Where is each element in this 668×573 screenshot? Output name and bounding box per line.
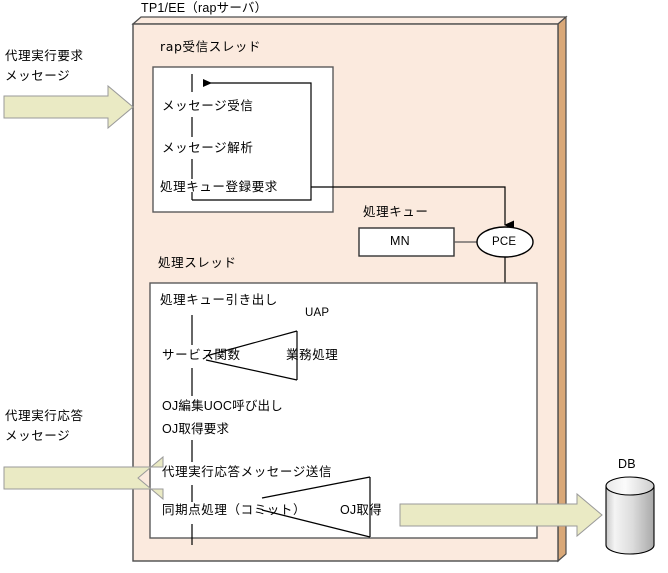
rap-thread-flow-lines bbox=[191, 74, 312, 201]
diagram-title: TP1/EE（rapサーバ） bbox=[141, 1, 268, 15]
step-oj-edit-uoc-call: OJ編集UOC呼び出し bbox=[162, 399, 283, 413]
step-message-parse: メッセージ解析 bbox=[162, 140, 254, 155]
step-queue-register-request: 処理キュー登録要求 bbox=[160, 179, 278, 194]
processing-thread-box bbox=[149, 282, 538, 539]
step-send-response-message: 代理実行応答メッセージ送信 bbox=[162, 464, 333, 479]
request-message-label-line1: 代理実行要求 bbox=[5, 48, 84, 63]
step-sync-point-commit: 同期点処理（コミット） bbox=[162, 502, 307, 517]
rap-receive-thread-label: rap受信スレッド bbox=[160, 39, 262, 54]
pce-label: PCE bbox=[492, 236, 517, 248]
queue-label: 処理キュー bbox=[363, 204, 429, 219]
oj-acquire-label: OJ取得 bbox=[340, 503, 382, 517]
step-message-receive: メッセージ受信 bbox=[162, 98, 254, 113]
response-message-label-line2: メッセージ bbox=[5, 428, 71, 443]
queue-node-box bbox=[358, 227, 455, 257]
uap-business-process-label: 業務処理 bbox=[286, 347, 339, 362]
response-message-label-line1: 代理実行応答 bbox=[5, 408, 84, 423]
request-message-arrow bbox=[3, 84, 134, 130]
step-oj-acquire-request: OJ取得要求 bbox=[162, 422, 230, 436]
db-access-arrow bbox=[399, 492, 603, 538]
response-message-arrow bbox=[3, 455, 164, 501]
queue-node-label: MN bbox=[390, 234, 410, 248]
rap-receive-thread-box bbox=[152, 66, 334, 213]
uap-label: UAP bbox=[305, 307, 330, 319]
processing-thread-label: 処理スレッド bbox=[158, 255, 237, 270]
step-queue-dequeue: 処理キュー引き出し bbox=[160, 292, 278, 307]
uap-bracket bbox=[205, 330, 298, 381]
database-label: DB bbox=[618, 457, 636, 471]
request-message-label-line2: メッセージ bbox=[5, 68, 71, 83]
database-cylinder bbox=[605, 476, 655, 555]
oj-acquire-bracket bbox=[261, 476, 371, 538]
enqueue-to-pce-line bbox=[311, 186, 514, 230]
step-service-function: サービス関数 bbox=[162, 347, 241, 362]
